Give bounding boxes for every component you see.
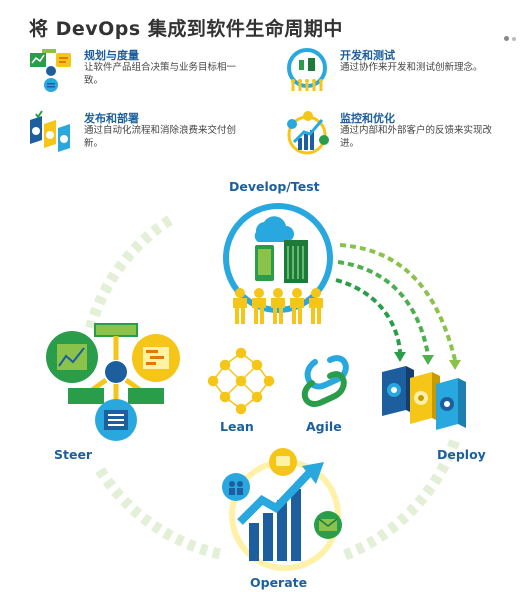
feature-heading: 发布和部署 [84, 112, 139, 125]
team-people-icon [233, 288, 323, 324]
feature-heading: 开发和测试 [340, 49, 395, 62]
plan-measure-icon [30, 49, 71, 92]
feature-desc: 通过自动化流程和消除浪费来交付创新。 [84, 125, 237, 149]
develop-test-hub [223, 203, 333, 324]
page-title: 将 DevOps 集成到软件生命周期中 [29, 18, 343, 40]
cycle-ring [84, 215, 461, 561]
release-deploy-icon [30, 110, 70, 152]
monitor-optimize-icon [287, 111, 329, 155]
operate-hub [222, 448, 342, 571]
deploy-blocks [382, 366, 466, 430]
feature-desc: 通过协作来开发和测试创新理念。 [340, 62, 483, 73]
feature-heading: 规划与度量 [84, 49, 139, 62]
dev-test-icon [287, 48, 327, 91]
lean-icon [207, 347, 275, 415]
cloud-icon [254, 216, 294, 242]
feature-desc: 通过内部和外部客户的反馈来实现改进。 [340, 125, 493, 149]
agile-icon [301, 355, 349, 407]
deploy-label: Deploy [437, 447, 486, 462]
steer-hub [46, 323, 180, 441]
deploy-arrows [335, 243, 457, 361]
agile-label: Agile [306, 419, 342, 434]
user-group-icon [222, 473, 250, 501]
carousel-dots[interactable] [501, 26, 516, 45]
feature-heading: 监控和优化 [340, 112, 395, 125]
lean-label: Lean [220, 419, 254, 434]
steer-label: Steer [54, 447, 93, 462]
develop-test-label: Develop/Test [229, 179, 320, 194]
feature-desc: 让软件产品组合决策与业务目标相一致。 [84, 62, 237, 86]
operate-label: Operate [250, 575, 308, 590]
